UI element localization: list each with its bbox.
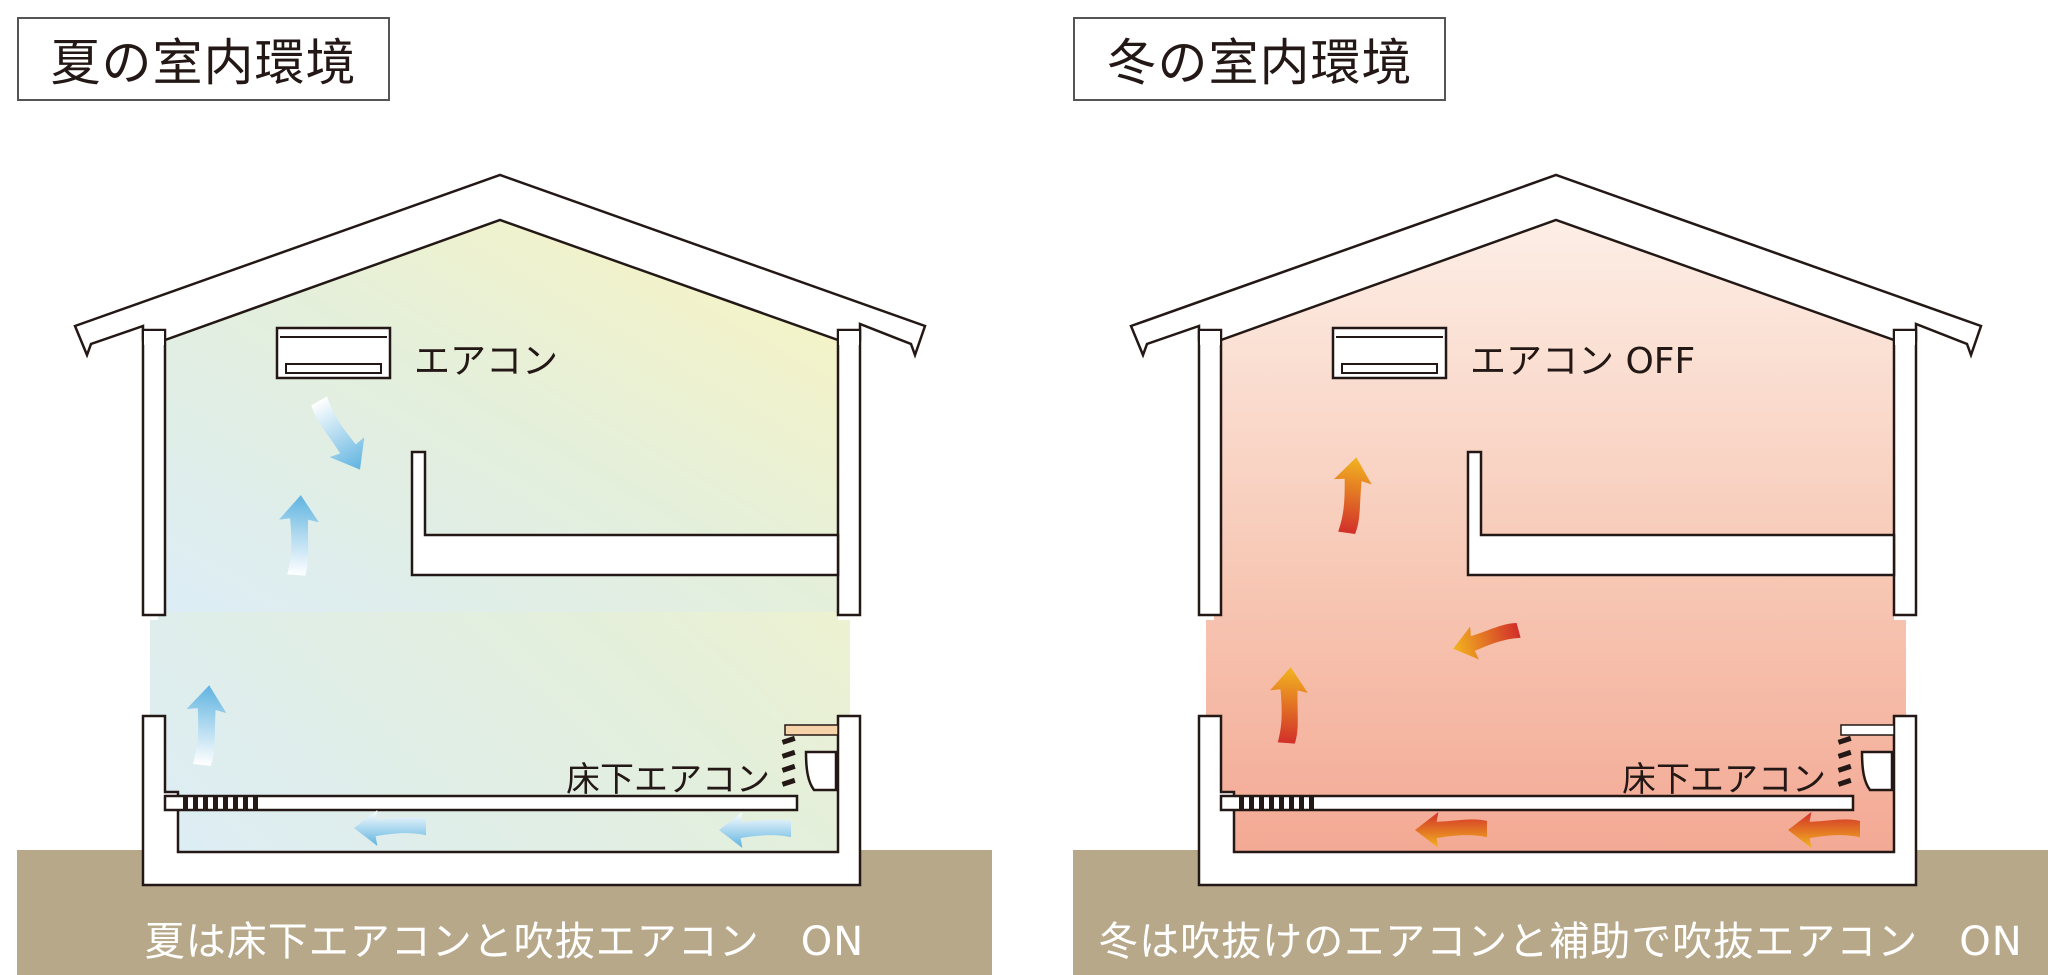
left-upper-wall xyxy=(141,328,167,617)
summer-caption: 夏は床下エアコンと吹抜エアコン ON xyxy=(144,918,865,965)
wall-ac-label: エアコン xyxy=(414,341,559,382)
floor-ac-unit xyxy=(781,724,839,792)
floor-slab xyxy=(163,794,799,812)
wall-ac-label: エアコン OFF xyxy=(1470,341,1696,382)
floor-ac-label: 床下エアコン xyxy=(566,760,770,800)
mezzanine-floor xyxy=(410,450,840,577)
floor-vent xyxy=(183,796,258,809)
winter-title: 冬の室内環境 xyxy=(1073,17,1446,101)
floor-vent xyxy=(1239,796,1314,809)
summer-house-diagram xyxy=(17,173,992,975)
wall-ac-unit xyxy=(1331,326,1448,380)
winter-caption: 冬は吹抜けのエアコンと補助で吹抜エアコン ON xyxy=(1098,918,2023,965)
right-upper-wall xyxy=(1892,328,1918,617)
mezzanine-floor xyxy=(1466,450,1896,577)
floor-ac-label: 床下エアコン xyxy=(1622,760,1826,800)
left-upper-wall xyxy=(1197,328,1223,617)
summer-panel: 夏の室内環境 エアコン 床下エアコン 夏は床下エアコンと吹抜エアコン ON xyxy=(0,0,1000,975)
summer-title: 夏の室内環境 xyxy=(17,17,390,101)
floor-slab xyxy=(1219,794,1855,812)
winter-panel: 冬の室内環境 エアコン OFF 床下エアコン 冬は吹抜けのエアコンと補助で吹抜エ… xyxy=(1056,0,2048,975)
foundation xyxy=(141,714,862,887)
wall-ac-unit xyxy=(275,326,392,380)
winter-house-diagram xyxy=(1073,173,2048,975)
right-upper-wall xyxy=(836,328,862,617)
floor-ac-unit xyxy=(1837,724,1895,792)
foundation xyxy=(1197,714,1918,887)
